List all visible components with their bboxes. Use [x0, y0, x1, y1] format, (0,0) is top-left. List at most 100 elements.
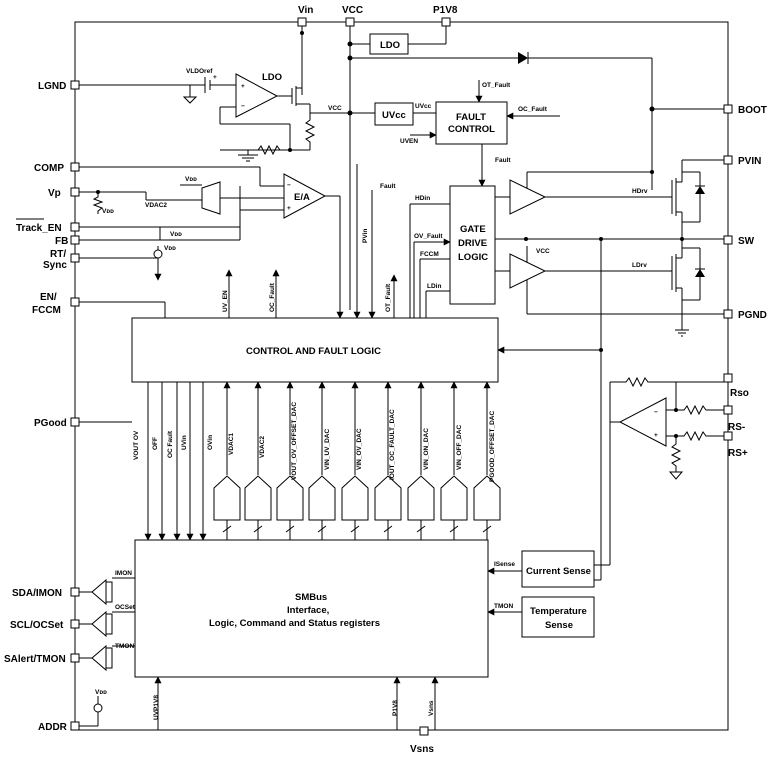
gate-drive-label-2: DRIVE: [458, 238, 487, 249]
uvin-label: UVin: [181, 435, 188, 450]
dac-1: [213, 381, 241, 540]
svg-text:−: −: [654, 409, 658, 416]
control-fault-logic-label: CONTROL AND FAULT LOGIC: [246, 346, 381, 357]
iout-oc-fault-dac-label: IOUT_OC_FAULT_DAC: [389, 409, 396, 480]
uvcc-signal-label: UVcc: [415, 103, 432, 110]
pin-track-en-label: Track_EN: [16, 223, 62, 234]
uvp1v8-label: UVP1V8: [153, 695, 160, 720]
pgood-offset-dac-label: PGOOD_OFFSET_DAC: [489, 411, 496, 482]
pin-comp[interactable]: COMP: [34, 162, 80, 174]
pin-vp-label: Vp: [48, 188, 61, 199]
ldo-amp-label: LDO: [262, 72, 282, 83]
pin-pvin[interactable]: PVIN: [723, 155, 761, 167]
isense-label: ISense: [494, 561, 515, 568]
ldo-amplifier: [235, 73, 279, 118]
uvcc-label: UVcc: [382, 110, 406, 121]
vout-ov-offset-dac-label: VOUT_OV_OFFSET_DAC: [291, 402, 298, 480]
svg-text:−: −: [241, 103, 245, 110]
pin-pgnd[interactable]: PGND: [723, 309, 767, 321]
pin-rt-sync[interactable]: RT/ Sync: [43, 249, 80, 271]
temp-sense-label-2: Sense: [545, 620, 573, 631]
ov-fault-label: OV_Fault: [414, 233, 443, 240]
smbus-label-3: Logic, Command and Status registers: [209, 618, 380, 629]
svg-text:−: −: [287, 182, 291, 189]
pin-p1v8-label: P1V8: [433, 5, 458, 16]
ldin-label: LDin: [427, 283, 441, 290]
vin-ov-dac-label: VIN_OV_DAC: [356, 428, 363, 470]
imon-label: IMON: [115, 570, 132, 577]
temp-sense-label-1: Temperature: [530, 606, 587, 617]
pin-fccm-label: FCCM: [32, 305, 61, 316]
vdac2-left-label: VDAC2: [145, 202, 167, 209]
oc-fault-label: OC_Fault: [518, 106, 548, 113]
p1v8-bottom-label: P1V8: [392, 700, 399, 716]
pin-rso[interactable]: Rso: [723, 373, 749, 399]
dac-8: [440, 381, 468, 540]
error-amplifier: [283, 173, 327, 219]
pin-lgnd[interactable]: LGND: [38, 80, 80, 92]
sda-buffer: IMON: [79, 570, 135, 606]
fault-label-2: Fault: [380, 183, 396, 190]
low-side-mosfet: [671, 239, 705, 337]
pin-addr-label: ADDR: [38, 722, 68, 733]
pin-track-en[interactable]: Track_EN: [16, 218, 80, 234]
pin-lgnd-label: LGND: [38, 81, 66, 92]
reference-mux: [201, 181, 221, 215]
pin-en-fccm[interactable]: EN/ FCCM: [32, 292, 80, 316]
vsns-bottom-label: Vsns: [428, 700, 435, 716]
boot-diode: [518, 52, 528, 64]
off-label: OFF: [152, 437, 159, 450]
fault-label: Fault: [495, 157, 511, 164]
tmon-pin-label: TMON: [115, 643, 134, 650]
dac-6: [374, 381, 402, 540]
pin-en-label: EN/: [40, 292, 57, 303]
pin-vcc-label: VCC: [342, 5, 363, 16]
dac-7: [407, 381, 435, 540]
tmon-label: TMON: [494, 603, 513, 610]
temperature-sense-block: [521, 596, 595, 638]
pin-pgnd-label: PGND: [738, 310, 767, 321]
vdd-label-3: Vᴅᴅ: [170, 231, 182, 238]
pin-sda-imon[interactable]: SDA/IMON: [12, 587, 80, 599]
fault-control-block: [435, 101, 508, 145]
pin-rso-label: Rso: [730, 388, 749, 399]
fault-control-label-2: CONTROL: [448, 124, 495, 135]
pin-pgood[interactable]: PGood: [34, 417, 80, 429]
pin-addr[interactable]: ADDR: [38, 721, 80, 733]
vdd-label-1: Vᴅᴅ: [185, 176, 197, 183]
pin-vcc[interactable]: VCC: [342, 5, 363, 27]
pin-vsns[interactable]: Vsns: [410, 726, 434, 755]
pin-scl-ocset-label: SCL/OCSet: [10, 620, 64, 631]
hdrv-label: HDrv: [632, 188, 648, 195]
pin-salert-tmon[interactable]: SAlert/TMON: [4, 653, 80, 665]
gate-drive-logic-block: [449, 185, 496, 305]
vin-off-dac-label: VIN_OFF_DAC: [456, 425, 463, 470]
uvcc-block: [374, 102, 414, 126]
pin-sw[interactable]: SW: [723, 235, 755, 247]
pin-sda-imon-label: SDA/IMON: [12, 588, 62, 599]
svg-text:+: +: [287, 205, 291, 212]
pin-p1v8[interactable]: P1V8: [433, 5, 458, 27]
pin-scl-ocset[interactable]: SCL/OCSet: [10, 619, 80, 631]
ldo-top-label: LDO: [380, 40, 400, 51]
vldoref-label: VLDOref: [186, 68, 213, 75]
pin-vin-label: Vin: [298, 5, 313, 16]
ot-fault-vert-label: OT_Fault: [385, 283, 392, 312]
pin-boot[interactable]: BOOT: [723, 104, 767, 116]
uven-label: UVEN: [400, 138, 418, 145]
hdin-label: HDin: [415, 195, 430, 202]
vdd-label-5: Vᴅᴅ: [95, 689, 107, 696]
pin-vin[interactable]: Vin: [297, 5, 313, 27]
fault-control-label-1: FAULT: [456, 112, 486, 123]
smbus-label-2: Interface,: [287, 605, 329, 616]
pin-vp[interactable]: Vp: [48, 187, 80, 199]
pin-salert-tmon-label: SAlert/TMON: [4, 654, 66, 665]
svg-text:+: +: [241, 83, 245, 90]
ovin-label: OVin: [207, 435, 214, 450]
pin-pgood-label: PGood: [34, 418, 67, 429]
pin-comp-label: COMP: [34, 163, 64, 174]
uv-en-label: UV_EN: [222, 290, 229, 312]
pin-rs-minus[interactable]: RS-: [723, 405, 745, 433]
vdac1-label: VDAC1: [228, 433, 235, 455]
